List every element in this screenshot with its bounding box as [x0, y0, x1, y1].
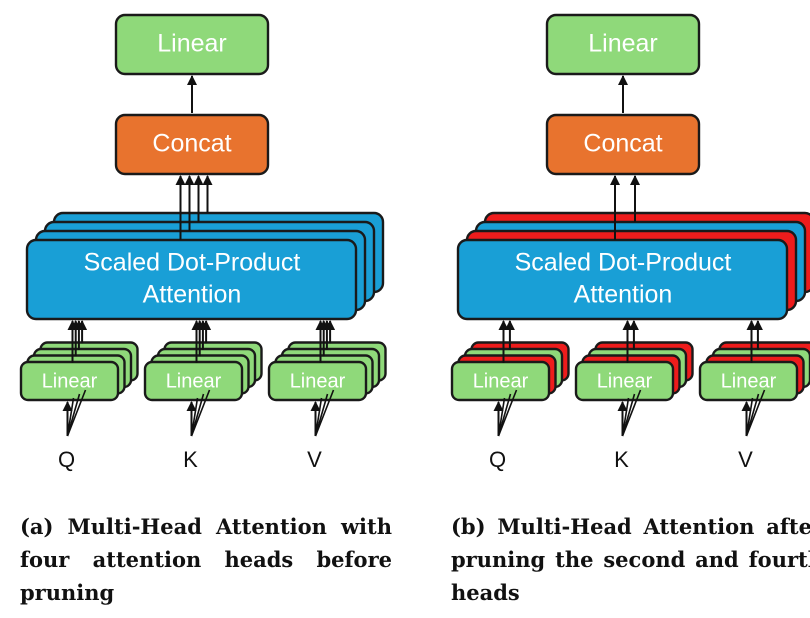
- input-label-V: V: [307, 447, 322, 472]
- concat-label: Concat: [152, 130, 231, 158]
- concat-box: [545, 113, 701, 176]
- input-Q-fan-3: [497, 389, 518, 437]
- input-linear-label-V: Linear: [721, 370, 777, 392]
- input-label-Q: Q: [489, 447, 506, 472]
- input-linear-label-V: Linear: [290, 370, 346, 392]
- input-label-Q: Q: [58, 447, 75, 472]
- input-linear-V-head-1: [267, 360, 368, 402]
- concat-label: Concat: [583, 130, 662, 158]
- input-label-V: V: [738, 447, 753, 472]
- top-linear-label: Linear: [588, 30, 658, 58]
- input-linear-label-K: Linear: [166, 370, 222, 392]
- input-linear-label-Q: Linear: [42, 370, 98, 392]
- top-linear-box: [114, 13, 270, 76]
- top-linear-label: Linear: [157, 30, 227, 58]
- input-label-K: K: [183, 447, 198, 472]
- input-linear-V-head-1: [698, 360, 799, 402]
- input-linear-K-head-1: [574, 360, 675, 402]
- concat-box: [114, 113, 270, 176]
- input-linear-label-K: Linear: [597, 370, 653, 392]
- input-K-fan-3: [621, 389, 642, 437]
- attention-label-line2: Attention: [574, 281, 673, 309]
- attention-head-1: [25, 238, 358, 321]
- input-label-K: K: [614, 447, 629, 472]
- input-V-fan-3: [314, 389, 335, 437]
- attention-head-1: [456, 238, 789, 321]
- input-linear-Q-head-1: [450, 360, 551, 402]
- input-Q-fan-3: [66, 389, 87, 437]
- attention-label-line1: Scaled Dot-Product: [515, 249, 732, 277]
- top-linear-box: [545, 13, 701, 76]
- attention-label-line1: Scaled Dot-Product: [84, 249, 301, 277]
- input-V-fan-3: [745, 389, 766, 437]
- caption-b: (b) Multi-Head Attention after pruning t…: [451, 514, 810, 605]
- input-linear-Q-head-1: [19, 360, 120, 402]
- input-K-fan-3: [190, 389, 211, 437]
- caption-a: (a) Multi-Head Attention with four atten…: [20, 514, 392, 605]
- attention-label-line2: Attention: [143, 281, 242, 309]
- input-linear-label-Q: Linear: [473, 370, 529, 392]
- input-linear-K-head-1: [143, 360, 244, 402]
